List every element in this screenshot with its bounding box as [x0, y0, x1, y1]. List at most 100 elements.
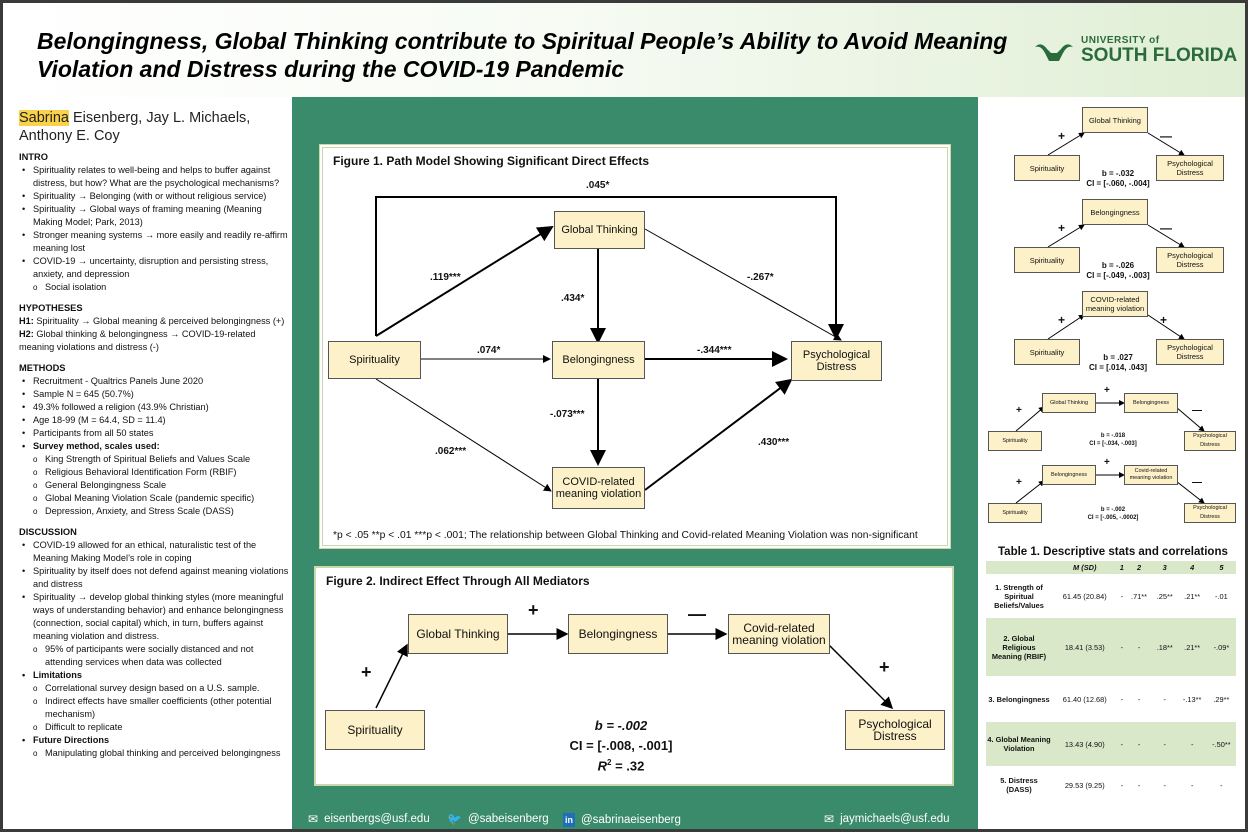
- list-item: Spirituality → Belonging (with or withou…: [19, 190, 291, 203]
- list-item: Difficult to replicate: [19, 721, 291, 734]
- m4-y: Psychological Distress: [1184, 431, 1236, 451]
- list-item: Future Directions: [19, 734, 291, 747]
- m3-mediator: COVID-related meaning violation: [1082, 291, 1148, 317]
- m4-sign-mid: +: [1104, 385, 1110, 396]
- m1-b: b = -.032: [1101, 169, 1135, 178]
- m2-x: Spirituality: [1014, 247, 1080, 273]
- correlation-cell: -: [1190, 780, 1194, 790]
- list-item: Survey method, scales used:: [19, 440, 291, 453]
- linkedin-icon: in: [563, 813, 575, 827]
- list-item: Indirect effects have smaller coefficien…: [19, 695, 291, 721]
- row-msd: 13.43 (4.90): [1052, 722, 1118, 766]
- email-2[interactable]: ✉jaymichaels@usf.edu: [824, 812, 950, 826]
- list-item: Correlational survey design based on a U…: [19, 682, 291, 695]
- correlation-cell: .71**: [1131, 591, 1148, 601]
- correlation-cell: -: [1163, 780, 1166, 790]
- list-item: Spirituality → Global ways of framing me…: [19, 203, 291, 229]
- fig2-node-spirituality: Spirituality: [325, 710, 425, 750]
- list-item: 95% of participants were socially distan…: [19, 643, 291, 669]
- figure-1-note: *p < .05 **p < .01 ***p < .001; The rela…: [333, 530, 918, 541]
- coef-top: .045*: [586, 180, 610, 191]
- row-label: 2. Global Religious Meaning (RBIF): [986, 618, 1052, 676]
- logo-university-text: UNIVERSITY of: [1081, 35, 1160, 46]
- table-row: 2. Global Religious Meaning (RBIF)18.41 …: [986, 618, 1236, 676]
- m2-y: Psychological Distress: [1156, 247, 1224, 273]
- hypothesis-2: H2: Global thinking & belongingness → CO…: [19, 329, 256, 352]
- table-header-cell: 1: [1117, 561, 1127, 574]
- authors: Sabrina Eisenberg, Jay L. Michaels, Anth…: [19, 109, 291, 145]
- correlation-cell: -: [1126, 618, 1152, 676]
- row-msd: 18.41 (3.53): [1052, 618, 1118, 676]
- email-1[interactable]: ✉eisenbergs@usf.edu: [308, 812, 430, 826]
- hypothesis-1: H1: Spirituality → Global meaning & perc…: [19, 316, 285, 326]
- poster-title: Belongingness, Global Thinking contribut…: [37, 28, 1008, 82]
- correlation-cell: -: [1137, 780, 1141, 790]
- correlation-cell: -: [1120, 694, 1124, 704]
- coef-sp-cov: .062***: [435, 446, 467, 457]
- coef-cov-pd: .430***: [758, 437, 790, 448]
- list-item: 49.3% followed a religion (43.9% Christi…: [19, 401, 291, 414]
- envelope-icon: ✉: [308, 812, 319, 826]
- correlation-cell: -: [1151, 722, 1178, 766]
- node-global-thinking: Global Thinking: [554, 211, 645, 249]
- list-item: COVID-19 → uncertainty, disruption and p…: [19, 255, 291, 281]
- m5-x: Spirituality: [988, 503, 1042, 523]
- list-item: Spirituality relates to well-being and h…: [19, 164, 291, 190]
- list-item: Participants from all 50 states: [19, 427, 291, 440]
- correlation-cell: -.01: [1215, 591, 1228, 601]
- row-label: 1. Strength of Spiritual Beliefs/Values: [994, 582, 1044, 610]
- m3-sign1: +: [1058, 313, 1066, 327]
- m3-b: b = .027: [1103, 353, 1133, 362]
- list-item: Spirituality → develop global thinking s…: [19, 591, 291, 643]
- linkedin-handle[interactable]: in@sabrinaeisenberg: [563, 813, 681, 827]
- m5-m1: Belongingness: [1042, 465, 1096, 485]
- methods-list: Recruitment - Qualtrics Panels June 2020…: [19, 375, 291, 518]
- table-header-cell: 4: [1177, 561, 1207, 574]
- correlation-cell: -: [1177, 722, 1207, 766]
- coef-bel-pd: -.344***: [697, 345, 732, 356]
- m5-m2: Covid-related meaning violation: [1124, 465, 1178, 485]
- m4-m1: Global Thinking: [1042, 393, 1096, 413]
- m4-b: b = -.018: [1100, 433, 1126, 439]
- coef-sp-bel: .074*: [477, 345, 501, 356]
- m5-b: b = -.002: [1100, 507, 1126, 513]
- fig2-r2: R2 = .32: [597, 758, 645, 774]
- list-item: King Strength of Spiritual Beliefs and V…: [19, 453, 291, 466]
- correlation-cell: -: [1120, 591, 1124, 601]
- m2-b: b = -.026: [1101, 261, 1135, 270]
- envelope-icon: ✉: [824, 812, 835, 826]
- fig2-ci: CI = [-.008, -.001]: [569, 738, 673, 753]
- fig2-sign-sp-gt: +: [361, 662, 372, 682]
- correlation-cell: -.50**: [1206, 722, 1236, 766]
- authors-rest: Eisenberg, Jay L. Michaels,: [68, 110, 251, 126]
- list-item: Age 18-99 (M = 64.4, SD = 11.4): [19, 414, 291, 427]
- row-label: 5. Distress (DASS): [1000, 776, 1038, 794]
- twitter-handle[interactable]: 🐦@sabeisenberg: [447, 812, 549, 826]
- row-label: 4. Global Meaning Violation: [986, 722, 1052, 766]
- hypotheses-heading: HYPOTHESES: [19, 303, 83, 313]
- m4-ci: CI = [-.034, -.003]: [1089, 441, 1137, 447]
- m4-sign1: +: [1016, 405, 1022, 416]
- m5-y: Psychological Distress: [1184, 503, 1236, 523]
- correlation-cell: -: [1117, 722, 1127, 766]
- table-header-cell: 5: [1206, 561, 1236, 574]
- row-label: 3. Belongingness: [988, 694, 1050, 704]
- node-covid-meaning-violation: COVID-related meaning violation: [552, 467, 645, 509]
- left-column: Sabrina Eisenberg, Jay L. Michaels, Anth…: [19, 109, 291, 760]
- intro-heading: INTRO: [19, 152, 48, 162]
- figure-1-title: Figure 1. Path Model Showing Significant…: [333, 154, 650, 168]
- twitter-icon: 🐦: [447, 812, 462, 826]
- discussion-list: COVID-19 allowed for an ethical, natural…: [19, 539, 291, 760]
- correlation-cell: .18**: [1151, 618, 1178, 676]
- row-msd: 29.53 (9.25): [1064, 780, 1105, 790]
- m1-y: Psychological Distress: [1156, 155, 1224, 181]
- correlation-cell: .21**: [1177, 618, 1207, 676]
- table-row: 5. Distress (DASS)29.53 (9.25)-----: [986, 766, 1236, 804]
- list-item: Manipulating global thinking and perceiv…: [19, 747, 291, 760]
- m5-sign-mid: +: [1104, 457, 1110, 468]
- list-item: General Belongingness Scale: [19, 479, 291, 492]
